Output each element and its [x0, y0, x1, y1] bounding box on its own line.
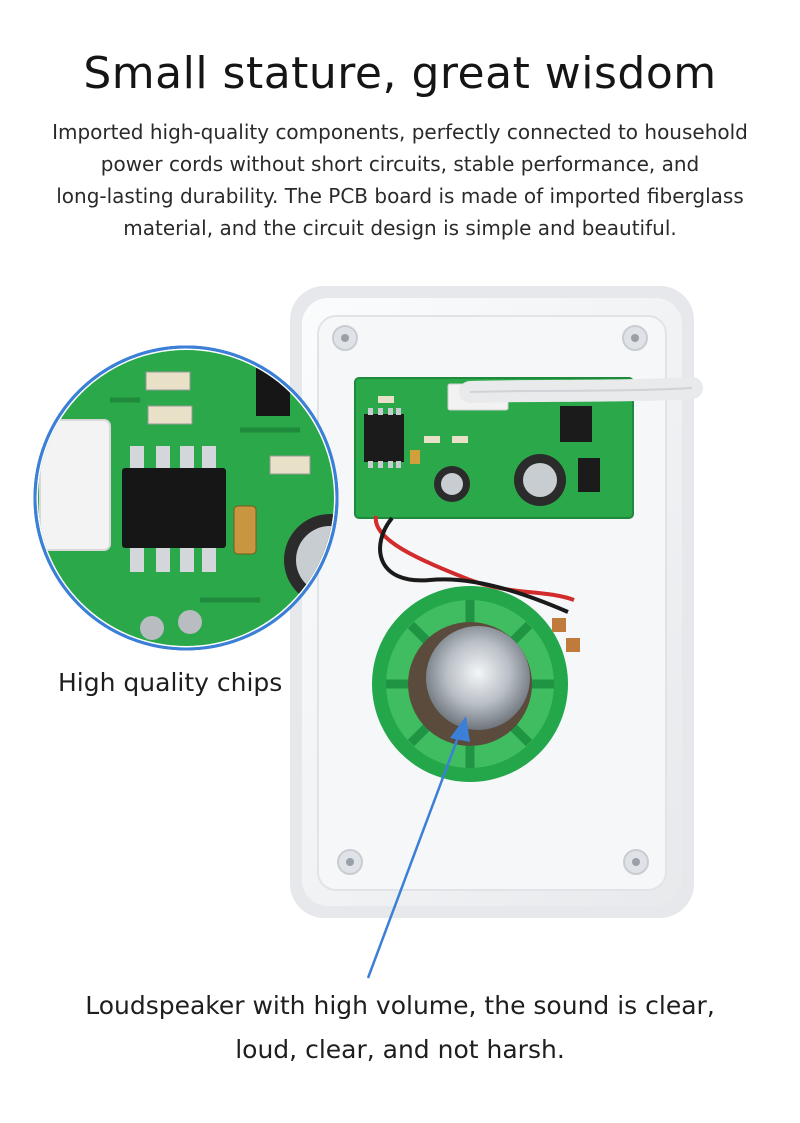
magnifier-circle: [33, 345, 339, 651]
speaker-callout: Loudspeaker with high volume, the sound …: [0, 984, 800, 1072]
speaker: [372, 586, 580, 782]
product-description: Imported high-quality components, perfec…: [40, 116, 760, 244]
description-line: Imported high-quality components, perfec…: [52, 120, 748, 144]
description-line: power cords without short circuits, stab…: [100, 152, 700, 176]
description-line: material, and the circuit design is simp…: [123, 216, 677, 240]
pointer-arrow: [366, 716, 470, 979]
speaker-callout-line: Loudspeaker with high volume, the sound …: [85, 991, 715, 1020]
page-title: Small stature, great wisdom: [83, 48, 717, 99]
speaker-callout-line: loud, clear, and not harsh.: [235, 1035, 565, 1064]
black-wire: [378, 516, 569, 614]
chips-callout: High quality chips: [58, 668, 283, 697]
description-line: long-lasting durability. The PCB board i…: [56, 184, 744, 208]
